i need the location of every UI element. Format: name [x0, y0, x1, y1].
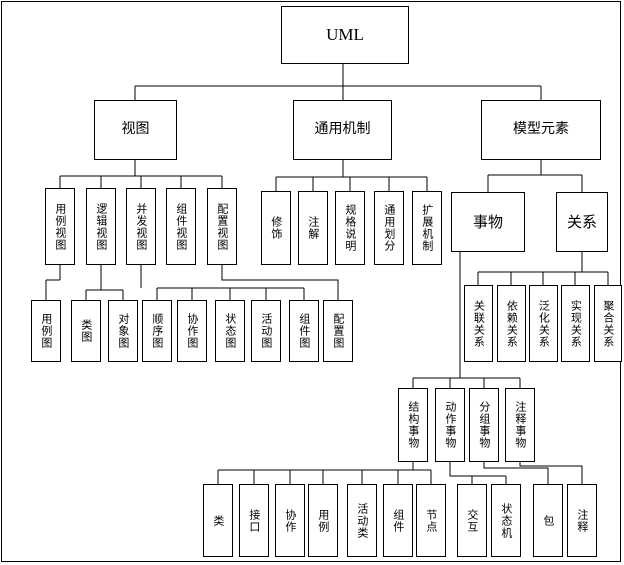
dependency-node: 依赖关系	[497, 285, 526, 362]
package-node: 包	[533, 484, 563, 557]
structural-things-node: 结构事物	[398, 388, 428, 462]
association-node: 关联关系	[464, 285, 493, 362]
concurrency-view-node: 并发视图	[126, 188, 156, 265]
specification-node: 规格说明	[335, 191, 365, 265]
aggregation-node: 聚合关系	[594, 285, 622, 362]
use-case-view-node: 用例视图	[45, 188, 75, 265]
collaboration-node: 协作	[275, 484, 305, 557]
note-node: 注解	[298, 191, 328, 265]
object-diagram-node: 对象图	[108, 300, 138, 362]
decoration-node: 修饰	[261, 191, 291, 265]
collaboration-diagram-node: 协作图	[177, 300, 207, 362]
annotation-node: 注释	[567, 484, 597, 557]
use-case-diagram-node: 用例图	[31, 300, 61, 362]
views-node: 视图	[94, 100, 177, 160]
uml-root-node: UML	[281, 6, 409, 64]
component-view-node: 组件视图	[166, 188, 196, 265]
interaction-node: 交互	[457, 484, 487, 557]
state-diagram-node: 状态图	[215, 300, 245, 362]
realization-node: 实现关系	[561, 285, 590, 362]
common-division-node: 通用划分	[374, 191, 404, 265]
node-node: 节点	[416, 484, 446, 557]
use-case-node: 用例	[308, 484, 338, 557]
extension-mechanism-node: 扩展机制	[412, 191, 442, 265]
deployment-view-node: 配置视图	[207, 188, 237, 265]
annotational-things-node: 注释事物	[505, 388, 535, 462]
interface-node: 接口	[239, 484, 269, 557]
relationships-node: 关系	[556, 192, 608, 252]
deployment-diagram-node: 配置图	[323, 300, 353, 362]
activity-diagram-node: 活动图	[251, 300, 281, 362]
model-elements-node: 模型元素	[481, 100, 601, 160]
generalization-node: 泛化关系	[529, 285, 558, 362]
behavioral-things-node: 动作事物	[435, 388, 465, 462]
logical-view-node: 逻辑视图	[86, 188, 116, 265]
sequence-diagram-node: 顺序图	[142, 300, 172, 362]
things-node: 事物	[451, 192, 525, 252]
grouping-things-node: 分组事物	[469, 388, 499, 462]
class-node: 类	[203, 484, 233, 557]
active-class-node: 活动类	[347, 484, 377, 557]
class-diagram-node: 类图	[71, 300, 101, 362]
common-mechanisms-node: 通用机制	[293, 100, 392, 160]
state-machine-node: 状态机	[491, 484, 521, 557]
component-diagram-node: 组件图	[289, 300, 319, 362]
component-node: 组件	[383, 484, 413, 557]
